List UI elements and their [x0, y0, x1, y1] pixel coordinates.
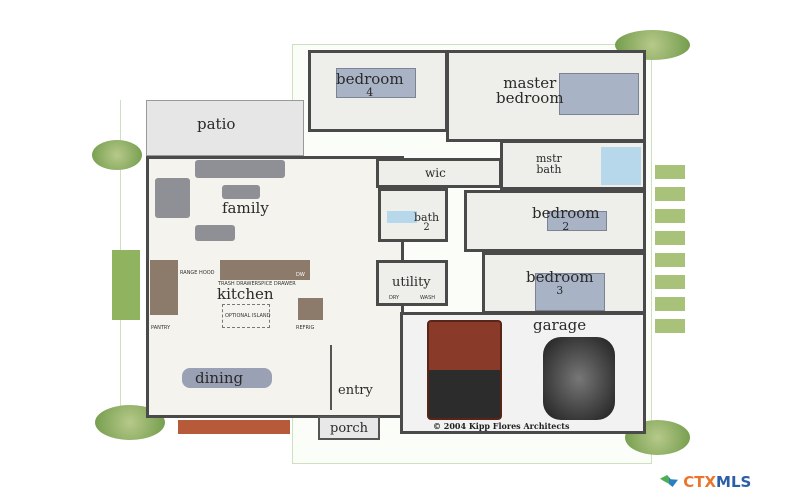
flower-bed: [178, 420, 290, 434]
utility-label: utility: [392, 275, 431, 290]
logo-text-ctx: CTX: [683, 473, 717, 491]
bath-2-label: bath: [414, 211, 440, 224]
bath-2-label-group: bath 2: [414, 212, 439, 233]
car: [543, 337, 615, 420]
mstr-bath-label-group: mstr bath: [536, 153, 562, 175]
dining-label: dining: [195, 369, 244, 387]
bedroom-4-label-group: bedroom 4: [336, 72, 404, 99]
family-label: family: [222, 199, 269, 217]
optional-island: OPTIONAL ISLAND: [222, 304, 271, 328]
patio-label: patio: [197, 115, 236, 133]
mstr-bath-label-2: bath: [536, 163, 562, 176]
dishwasher-label: DW: [296, 272, 305, 278]
bedroom-4: [308, 50, 448, 132]
sofa: [195, 160, 285, 178]
wic-label: wic: [425, 166, 446, 180]
bedroom-4-label: bedroom: [336, 70, 404, 88]
bedroom-4-number: 4: [366, 86, 374, 99]
bath-2-number: 2: [423, 222, 430, 233]
logo-text-mls: MLS: [716, 473, 752, 491]
bedroom-3-label: bedroom: [526, 268, 594, 286]
bedroom-3: [482, 252, 646, 314]
utility: [376, 260, 448, 306]
master-label-group: master bedroom: [496, 76, 564, 106]
kitchen-label: kitchen: [217, 285, 274, 303]
garage-label: garage: [533, 316, 587, 334]
range-counter: [150, 260, 178, 315]
dining-table: [182, 368, 272, 388]
hedge: [655, 165, 685, 335]
dry-label: DRY: [389, 295, 400, 301]
refrig-label: REFRIG: [296, 325, 315, 331]
coffee-table: [222, 185, 260, 199]
master-bath: [500, 140, 646, 190]
bedroom-3-number: 3: [556, 284, 564, 297]
copyright-text: © 2004 Kipp Flores Architects: [433, 421, 570, 431]
walk-in-closet: [376, 158, 502, 188]
hedge: [112, 250, 140, 320]
porch: [318, 416, 380, 440]
chair: [195, 225, 235, 241]
sofa: [155, 178, 190, 218]
ctxmls-logo: CTXMLS: [660, 473, 751, 491]
texas-icon: [660, 475, 678, 487]
truck: [427, 320, 502, 420]
patio: patio: [146, 100, 304, 156]
pantry-label: PANTRY: [151, 325, 171, 331]
bedroom-3-label-group: bedroom 3: [526, 270, 594, 297]
trash-drawer-label: TRASH DRAWER: [218, 281, 259, 287]
entry: [330, 345, 380, 410]
bath-2: [378, 188, 448, 242]
bedroom-2: [464, 190, 646, 252]
wash-label: WASH: [420, 295, 436, 301]
bedroom-2-label-group: bedroom 2: [532, 206, 600, 233]
kitchen-island: [220, 260, 310, 280]
master-label: master: [503, 74, 557, 92]
mstr-bath-label: mstr: [536, 152, 562, 165]
master-label-2: bedroom: [496, 89, 564, 107]
porch-label: porch: [330, 421, 369, 436]
bedroom-2-label: bedroom: [532, 204, 600, 222]
entry-label: entry: [338, 383, 373, 398]
tree-icon: [92, 140, 142, 170]
bedroom-2-number: 2: [562, 220, 570, 233]
refrigerator-counter: [298, 298, 323, 320]
range-hood-label: RANGE HOOD: [180, 270, 215, 276]
spice-drawer-label: SPICE DRAWER: [258, 281, 296, 287]
optional-island-label: OPTIONAL ISLAND: [225, 313, 271, 319]
